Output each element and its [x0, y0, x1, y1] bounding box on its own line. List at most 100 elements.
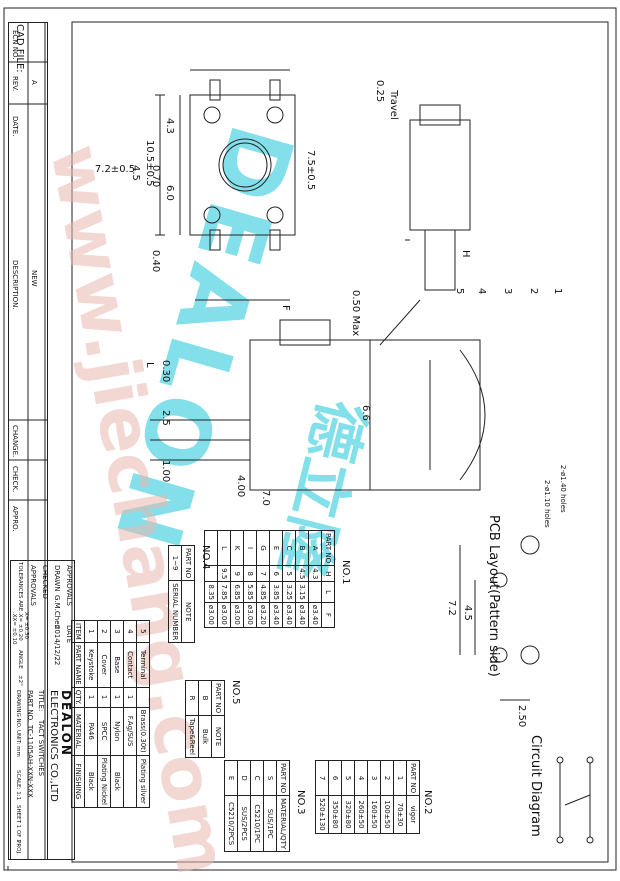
tb-title: TACT SWITCHES	[37, 720, 45, 777]
table-cell: 8	[243, 565, 257, 582]
table-header: F	[321, 602, 335, 628]
tb-drawn-by: G.M.Chen	[53, 595, 61, 629]
table-cell: 160±50	[367, 795, 381, 834]
table-cell: ø3.00	[217, 602, 231, 628]
table-cell: F.Ag/SUS	[123, 707, 137, 756]
table-cell: S	[263, 760, 277, 796]
table-cell: B	[295, 530, 309, 566]
table-cell: Brass(0.30t)	[136, 707, 150, 756]
table-cell: C	[250, 760, 264, 796]
table-cell: ø3.00	[204, 602, 218, 628]
table-cell: 4.5	[295, 565, 309, 582]
table-cell: 4.3	[308, 565, 322, 582]
table-header: MATERIAL/QTY	[276, 795, 290, 852]
table-cell: Terminal	[136, 642, 150, 688]
table-cell: 3	[367, 760, 381, 796]
table-cell: ø3.00	[230, 602, 244, 628]
table-cell: SUS/1PC	[263, 795, 277, 852]
table-cell: Black	[110, 755, 124, 808]
no1-title: NO.1	[340, 560, 351, 585]
tb-sheet: SHEET 1 OF 1	[15, 805, 21, 843]
table-cell: C	[282, 530, 296, 566]
table-header: PART NO	[211, 680, 225, 716]
table-cell: Bulk	[198, 715, 212, 758]
tb-angle-label: ANGLE	[17, 650, 23, 669]
no3-title: NO.3	[295, 790, 306, 815]
table-cell: B	[198, 680, 212, 716]
table-cell: Tape&Reel	[185, 715, 199, 758]
table-header: NOTE	[211, 715, 225, 758]
table-row: PART NO H L F	[321, 530, 335, 628]
table-cell: 1	[84, 620, 98, 643]
table-cell: 3.25	[282, 581, 296, 603]
table-cell: E	[269, 530, 283, 566]
tb-drawing-no: DRAWING NO.	[15, 690, 21, 729]
tb-drawn: DRAWN	[53, 565, 61, 592]
table-cell: 4	[123, 620, 137, 643]
table-cell: 6.85	[230, 581, 244, 603]
table-cell: R	[185, 680, 199, 716]
table-cell: 350±80	[328, 795, 342, 834]
table-cell: K	[230, 530, 244, 566]
table-cell: ø3.20	[256, 602, 270, 628]
tb-angle-value: ±2°	[17, 675, 23, 686]
no2-title: NO.2	[422, 790, 433, 815]
table-cell: C5210/1PC	[250, 795, 264, 852]
table-cell: Plating Nickel	[97, 755, 111, 808]
table-cell: 260±50	[354, 795, 368, 834]
table-cell: 1	[110, 687, 124, 708]
table-cell: G	[256, 530, 270, 566]
tb-checked: CHECKED	[41, 565, 49, 599]
table-cell: 3	[110, 620, 124, 643]
table-cell: E	[224, 760, 238, 796]
table-cell: ø3.00	[243, 602, 257, 628]
table-cell: 70±30	[393, 795, 407, 834]
tb-scale: SCALE: 1:1	[15, 770, 21, 801]
no4-title: NO.4	[200, 545, 211, 570]
table-cell: C5210/2PCS	[224, 795, 238, 852]
tb-approvals: APPROVALS	[65, 565, 73, 606]
table-cell: Nylon	[110, 707, 124, 756]
tb-tol-1: X= ±0.30	[23, 612, 29, 639]
tb-part-no-label: PART NO.	[26, 690, 34, 723]
table-cell: 1	[84, 687, 98, 708]
table-cell: 520±130	[315, 795, 329, 834]
tb-drawn-date: 2014/12/22	[53, 625, 61, 666]
table-header: PART NO	[181, 545, 195, 581]
table-cell: I	[243, 530, 257, 566]
tb-date-header: DATE	[65, 625, 73, 644]
table-cell: 6	[328, 760, 342, 796]
table-cell: 6	[269, 565, 283, 582]
table-cell: 1	[123, 687, 137, 708]
table-cell: L	[217, 530, 231, 566]
table-cell: 5	[136, 620, 150, 643]
table-cell: 5	[341, 760, 355, 796]
